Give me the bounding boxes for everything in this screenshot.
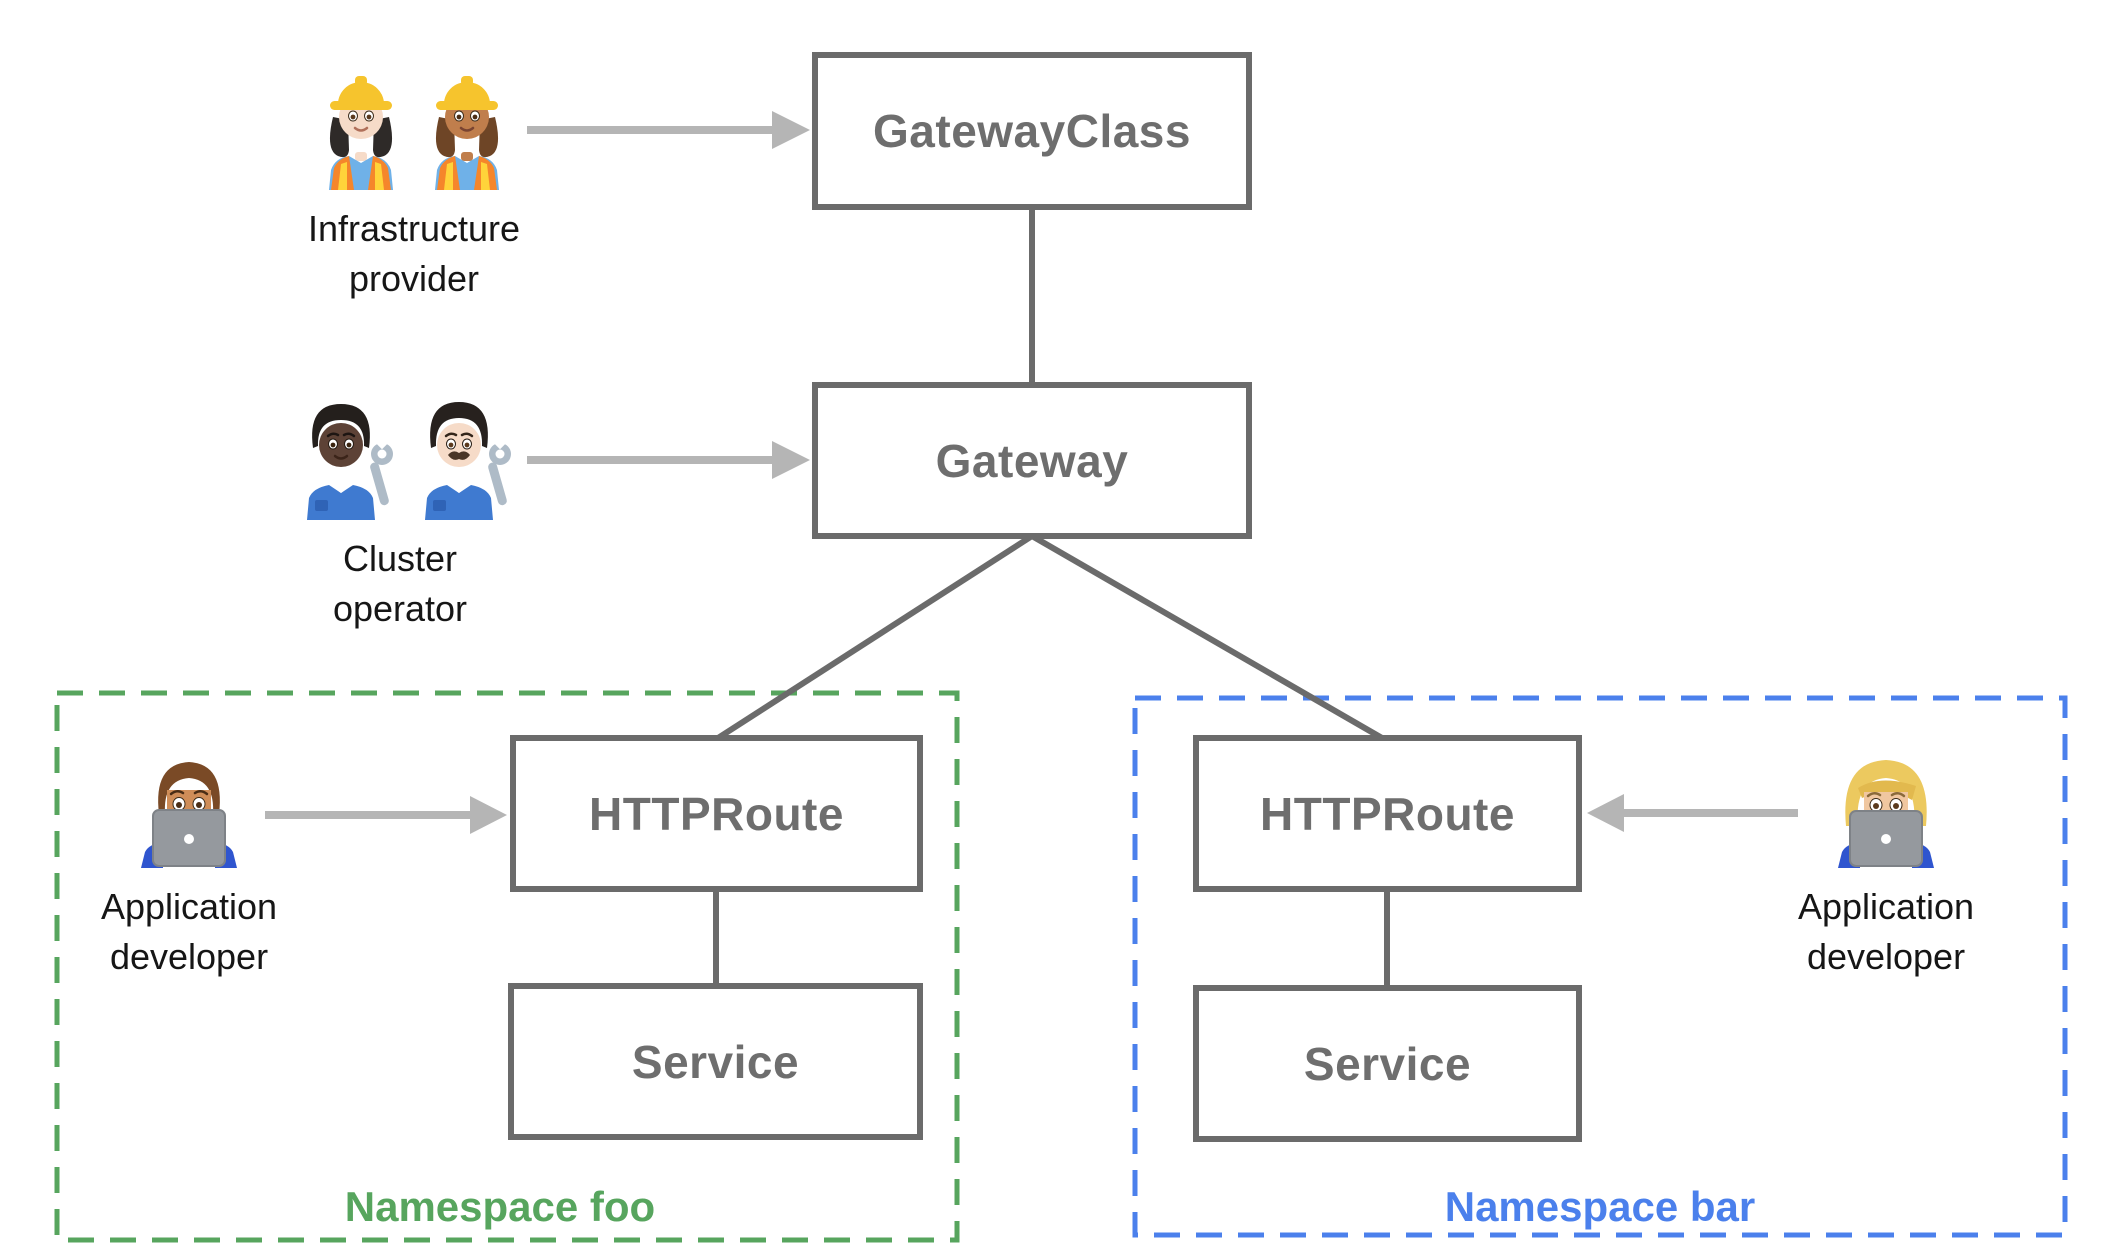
woman-technologist-icon <box>1838 760 1934 868</box>
woman-construction-worker-light-icon <box>329 76 393 190</box>
app-developer-foo-label: Application developer <box>100 886 278 977</box>
connector-gateway-httproute-bar <box>1030 533 1384 741</box>
connector-gateway-httproute-foo <box>716 533 1034 741</box>
service-bar-label: Service <box>1303 1037 1472 1090</box>
cluster-operator-icons <box>285 392 515 520</box>
httproute-bar-label: HTTPRoute <box>1260 787 1515 840</box>
arrow-app-developer-to-httproute-foo <box>265 796 507 834</box>
gatewayclass-label: GatewayClass <box>873 105 1191 157</box>
persona-cluster-operator: Cluster operator <box>250 392 550 634</box>
gatewayclass-box: GatewayClass <box>812 52 1252 210</box>
arrow-cluster-operator-to-gateway <box>527 441 810 479</box>
namespace-bar-label: Namespace bar <box>1444 1183 1756 1230</box>
woman-construction-worker-medium-icon <box>435 76 499 190</box>
cluster-operator-label: Cluster operator <box>332 538 468 629</box>
service-foo-box: Service <box>508 983 923 1140</box>
arrow-app-developer-to-httproute-bar <box>1587 794 1798 832</box>
namespace-bar-box <box>1132 695 2068 1238</box>
app-developer-bar-icons <box>1828 748 1944 868</box>
namespace-foo-label: Namespace foo <box>344 1183 656 1230</box>
man-technologist-icon <box>141 762 237 868</box>
arrow-infrastructure-provider-to-gatewayclass <box>527 111 810 149</box>
gateway-box: Gateway <box>812 382 1252 539</box>
infrastructure-provider-label: Infrastructure provider <box>307 208 521 299</box>
namespace-foo-box <box>54 690 960 1243</box>
httproute-bar-box: HTTPRoute <box>1193 735 1582 892</box>
man-mechanic-light-icon <box>425 402 511 520</box>
app-developer-bar-label: Application developer <box>1797 886 1975 977</box>
persona-app-developer-foo: Application developer <box>39 748 339 982</box>
persona-infrastructure-provider: Infrastructure provider <box>264 62 564 304</box>
infrastructure-provider-icons <box>311 62 517 190</box>
mechanic-dark-skin-icon <box>307 404 393 520</box>
service-bar-box: Service <box>1193 985 1582 1142</box>
httproute-foo-label: HTTPRoute <box>589 787 844 840</box>
app-developer-foo-icons <box>131 748 247 868</box>
service-foo-label: Service <box>631 1035 800 1088</box>
gateway-label: Gateway <box>935 434 1129 487</box>
persona-app-developer-bar: Application developer <box>1736 748 2036 982</box>
httproute-foo-box: HTTPRoute <box>510 735 923 892</box>
